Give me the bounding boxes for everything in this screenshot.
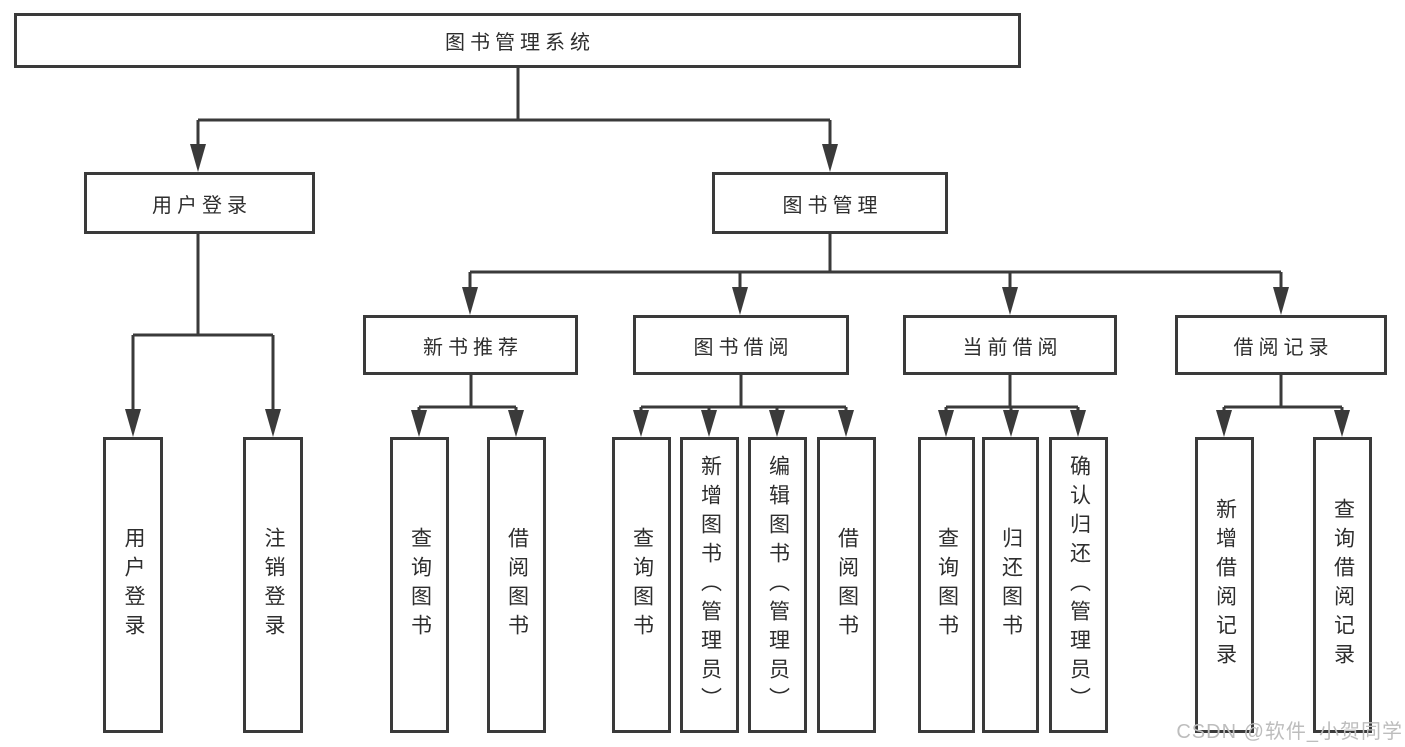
node-borrow-record: 借阅记录 xyxy=(1175,315,1387,375)
leaf-newbook-query: 查询图书 xyxy=(390,437,449,733)
node-user-login-label: 用户登录 xyxy=(152,194,252,217)
connector-book-mgmt-to-level3 xyxy=(462,234,1289,315)
node-root-system: 图书管理系统 xyxy=(14,13,1021,68)
node-book-borrow-label: 图书借阅 xyxy=(693,336,794,359)
leaf-currentborrow-return-label: 归还图书 xyxy=(999,527,1023,643)
node-current-borrow: 当前借阅 xyxy=(903,315,1117,375)
leaf-currentborrow-query: 查询图书 xyxy=(918,437,975,733)
node-new-book-recommend: 新书推荐 xyxy=(363,315,578,375)
leaf-newbook-borrow-label: 借阅图书 xyxy=(505,527,529,643)
leaf-bookborrow-query-label: 查询图书 xyxy=(630,527,654,643)
node-root-label: 图书管理系统 xyxy=(445,32,595,54)
node-book-management: 图书管理 xyxy=(712,172,948,234)
node-new-book-recommend-label: 新书推荐 xyxy=(423,336,523,359)
connector-book-borrow-to-leaves xyxy=(633,375,854,437)
connector-new-book-to-leaves xyxy=(411,375,524,437)
leaf-newbook-query-label: 查询图书 xyxy=(408,527,432,643)
connector-borrow-record-to-leaves xyxy=(1216,375,1350,437)
connector-user-login-to-leaves xyxy=(125,234,281,437)
leaf-currentborrow-confirm: 确认归还（管理员） xyxy=(1049,437,1108,733)
leaf-bookborrow-edit-label: 编辑图书（管理员） xyxy=(766,454,790,716)
leaf-user-login: 用户登录 xyxy=(103,437,163,733)
connector-current-borrow-to-leaves xyxy=(938,375,1086,437)
leaf-bookborrow-query: 查询图书 xyxy=(612,437,671,733)
leaf-record-query-label: 查询借阅记录 xyxy=(1331,498,1355,672)
leaf-bookborrow-add-label: 新增图书（管理员） xyxy=(698,454,722,716)
leaf-bookborrow-edit: 编辑图书（管理员） xyxy=(748,437,807,733)
node-book-borrow: 图书借阅 xyxy=(633,315,849,375)
connector-root-to-level2 xyxy=(190,68,838,172)
node-current-borrow-label: 当前借阅 xyxy=(962,336,1063,359)
leaf-currentborrow-return: 归还图书 xyxy=(982,437,1039,733)
node-book-management-label: 图书管理 xyxy=(782,194,883,217)
leaf-newbook-borrow: 借阅图书 xyxy=(487,437,546,733)
leaf-bookborrow-add: 新增图书（管理员） xyxy=(680,437,739,733)
csdn-watermark: CSDN @软件_小贺同学 xyxy=(1176,721,1403,743)
leaf-logout: 注销登录 xyxy=(243,437,303,733)
node-user-login: 用户登录 xyxy=(84,172,315,234)
leaf-record-query: 查询借阅记录 xyxy=(1313,437,1372,733)
node-borrow-record-label: 借阅记录 xyxy=(1233,336,1334,359)
leaf-user-login-label: 用户登录 xyxy=(122,527,145,643)
leaf-currentborrow-confirm-label: 确认归还（管理员） xyxy=(1067,454,1091,716)
leaf-logout-label: 注销登录 xyxy=(262,527,285,643)
leaf-record-add-label: 新增借阅记录 xyxy=(1213,498,1237,672)
leaf-record-add: 新增借阅记录 xyxy=(1195,437,1254,733)
leaf-currentborrow-query-label: 查询图书 xyxy=(935,527,959,643)
leaf-bookborrow-borrow-label: 借阅图书 xyxy=(835,527,859,643)
leaf-bookborrow-borrow: 借阅图书 xyxy=(817,437,876,733)
